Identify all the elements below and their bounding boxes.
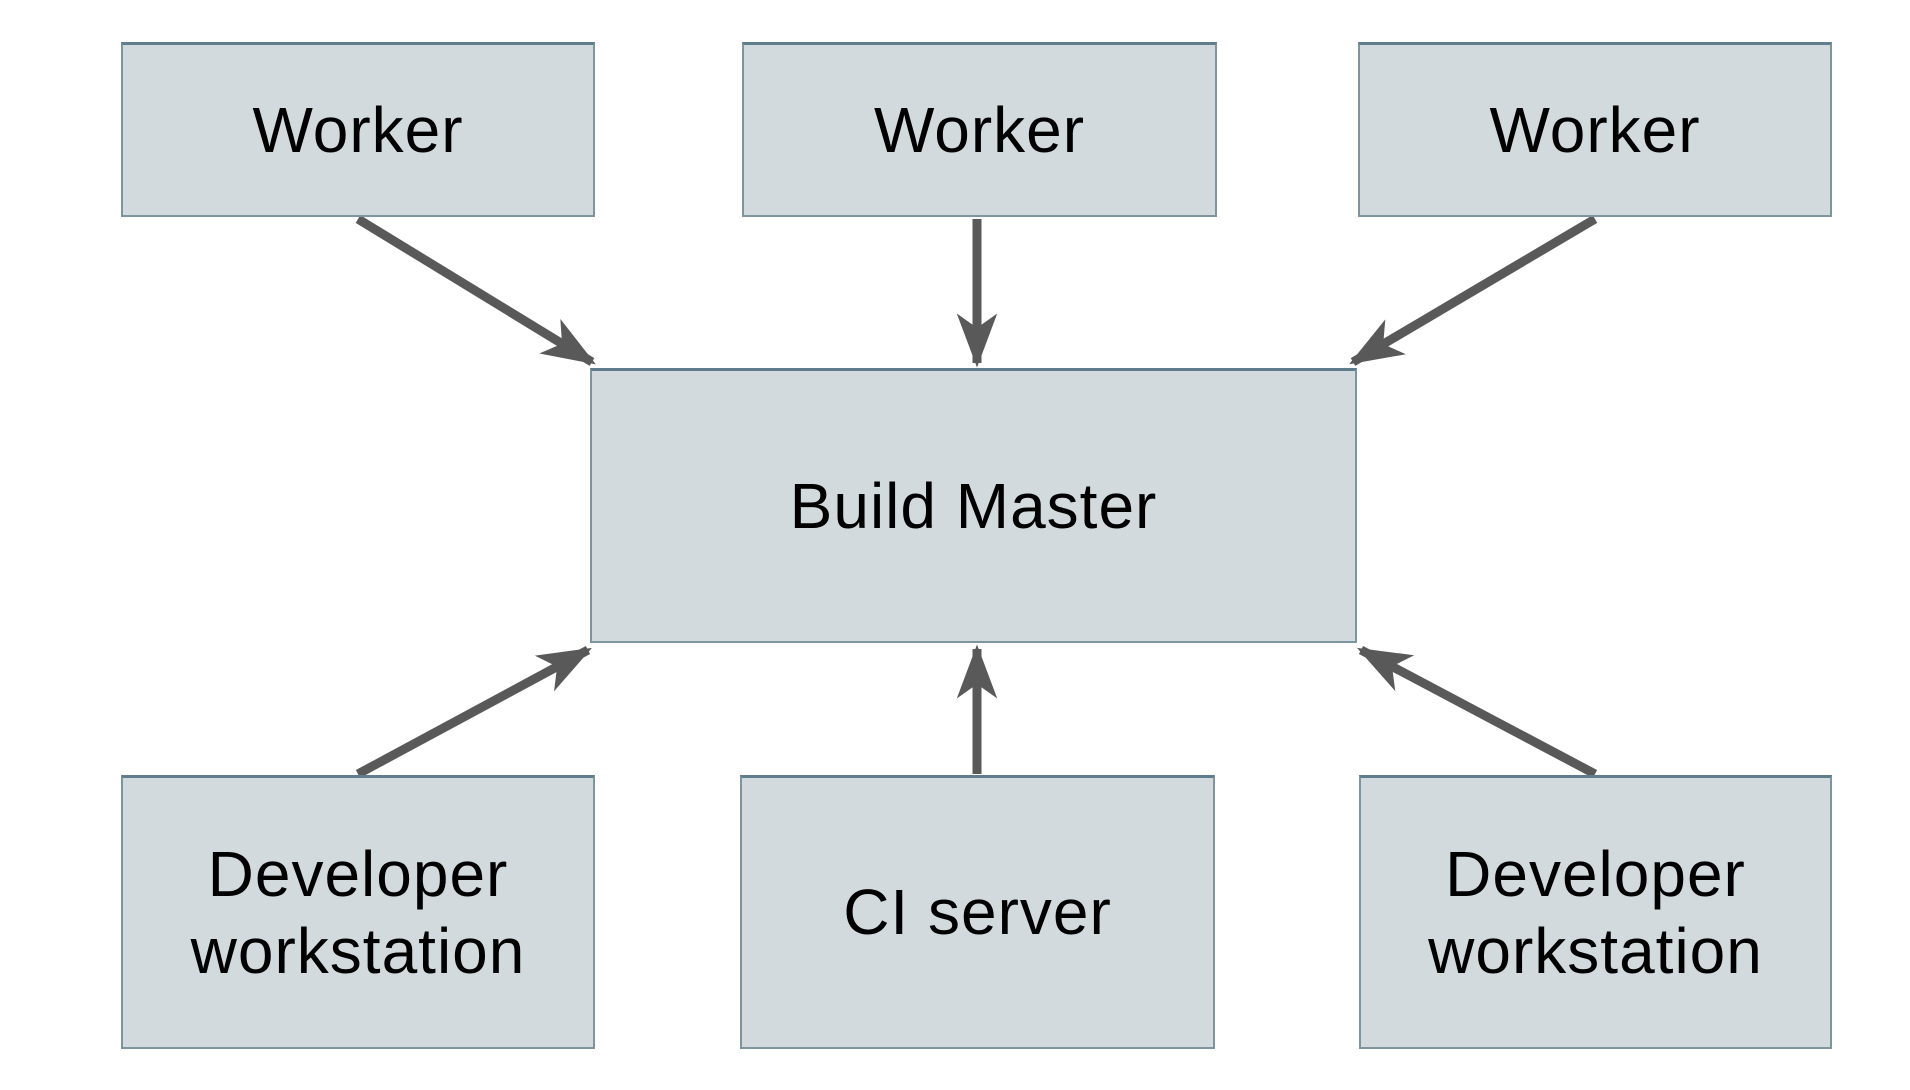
node-worker-right: Worker [1358,42,1832,217]
node-build-master: Build Master [590,368,1357,643]
node-developer-workstation-right: Developer workstation [1359,775,1832,1049]
node-developer-workstation-left: Developer workstation [121,775,595,1049]
node-worker-left: Worker [121,42,595,217]
arrow-dev-left-to-build-master [355,646,592,778]
node-worker-center: Worker [742,42,1217,217]
node-worker-left-label: Worker [252,93,464,166]
node-ci-server: CI server [740,775,1215,1049]
arrow-worker-right-to-build-master [1349,215,1598,366]
arrow-worker-left-to-build-master [355,215,596,366]
node-ci-server-label: CI server [843,876,1112,949]
node-developer-workstation-right-label: Developer workstation [1428,837,1763,987]
node-build-master-label: Build Master [789,469,1158,542]
node-worker-right-label: Worker [1489,93,1701,166]
node-worker-center-label: Worker [873,93,1086,166]
node-developer-workstation-left-label: Developer workstation [190,837,526,987]
arrow-dev-right-to-build-master [1357,646,1598,778]
